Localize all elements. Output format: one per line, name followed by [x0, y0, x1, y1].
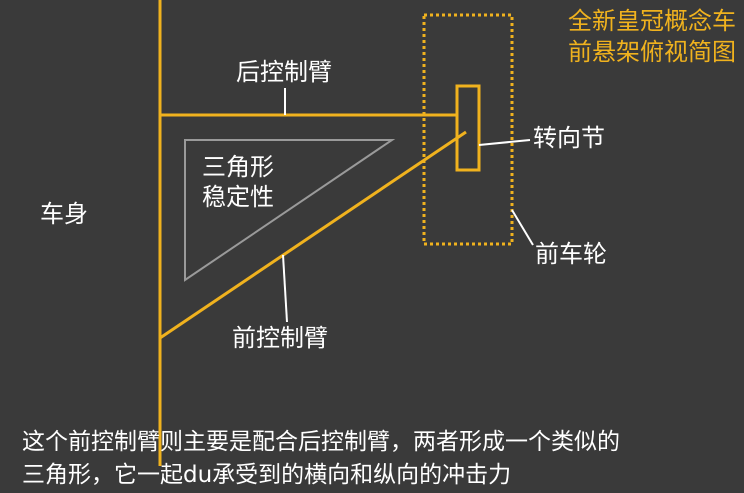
label-front-arm: 前控制臂 — [232, 324, 328, 352]
triangle-label-line-1: 三角形 — [202, 153, 274, 181]
leader-front-wheel — [511, 209, 534, 246]
suspension-diagram — [158, 0, 534, 466]
title-line-2: 前悬架俯视简图 — [568, 38, 736, 67]
diagram-title: 全新皇冠概念车 前悬架俯视简图 — [568, 6, 736, 68]
leader-front-arm — [282, 254, 288, 323]
leader-knuckle — [478, 139, 531, 146]
label-knuckle: 转向节 — [533, 124, 605, 152]
subtitle-caption: 这个前控制臂则主要是配合后控制臂，两者形成一个类似的 三角形，它一起du承受到的… — [22, 426, 620, 493]
triangle-label-line-2: 稳定性 — [202, 183, 274, 211]
caption-line-2: 三角形，它一起du承受到的横向和纵向的冲击力 — [22, 462, 512, 489]
steering-knuckle — [455, 84, 481, 172]
front-control-arm — [159, 130, 467, 340]
caption-line-1: 这个前控制臂则主要是配合后控制臂，两者形成一个类似的 — [22, 429, 620, 455]
stability-triangle — [184, 139, 396, 282]
label-body: 车身 — [40, 200, 88, 228]
label-rear-arm: 后控制臂 — [236, 58, 332, 86]
triangle-stability-label: 三角形 稳定性 — [202, 152, 274, 212]
front-wheel-outline — [422, 13, 514, 246]
label-front-wheel: 前车轮 — [535, 240, 607, 268]
title-line-1: 全新皇冠概念车 — [568, 7, 736, 35]
